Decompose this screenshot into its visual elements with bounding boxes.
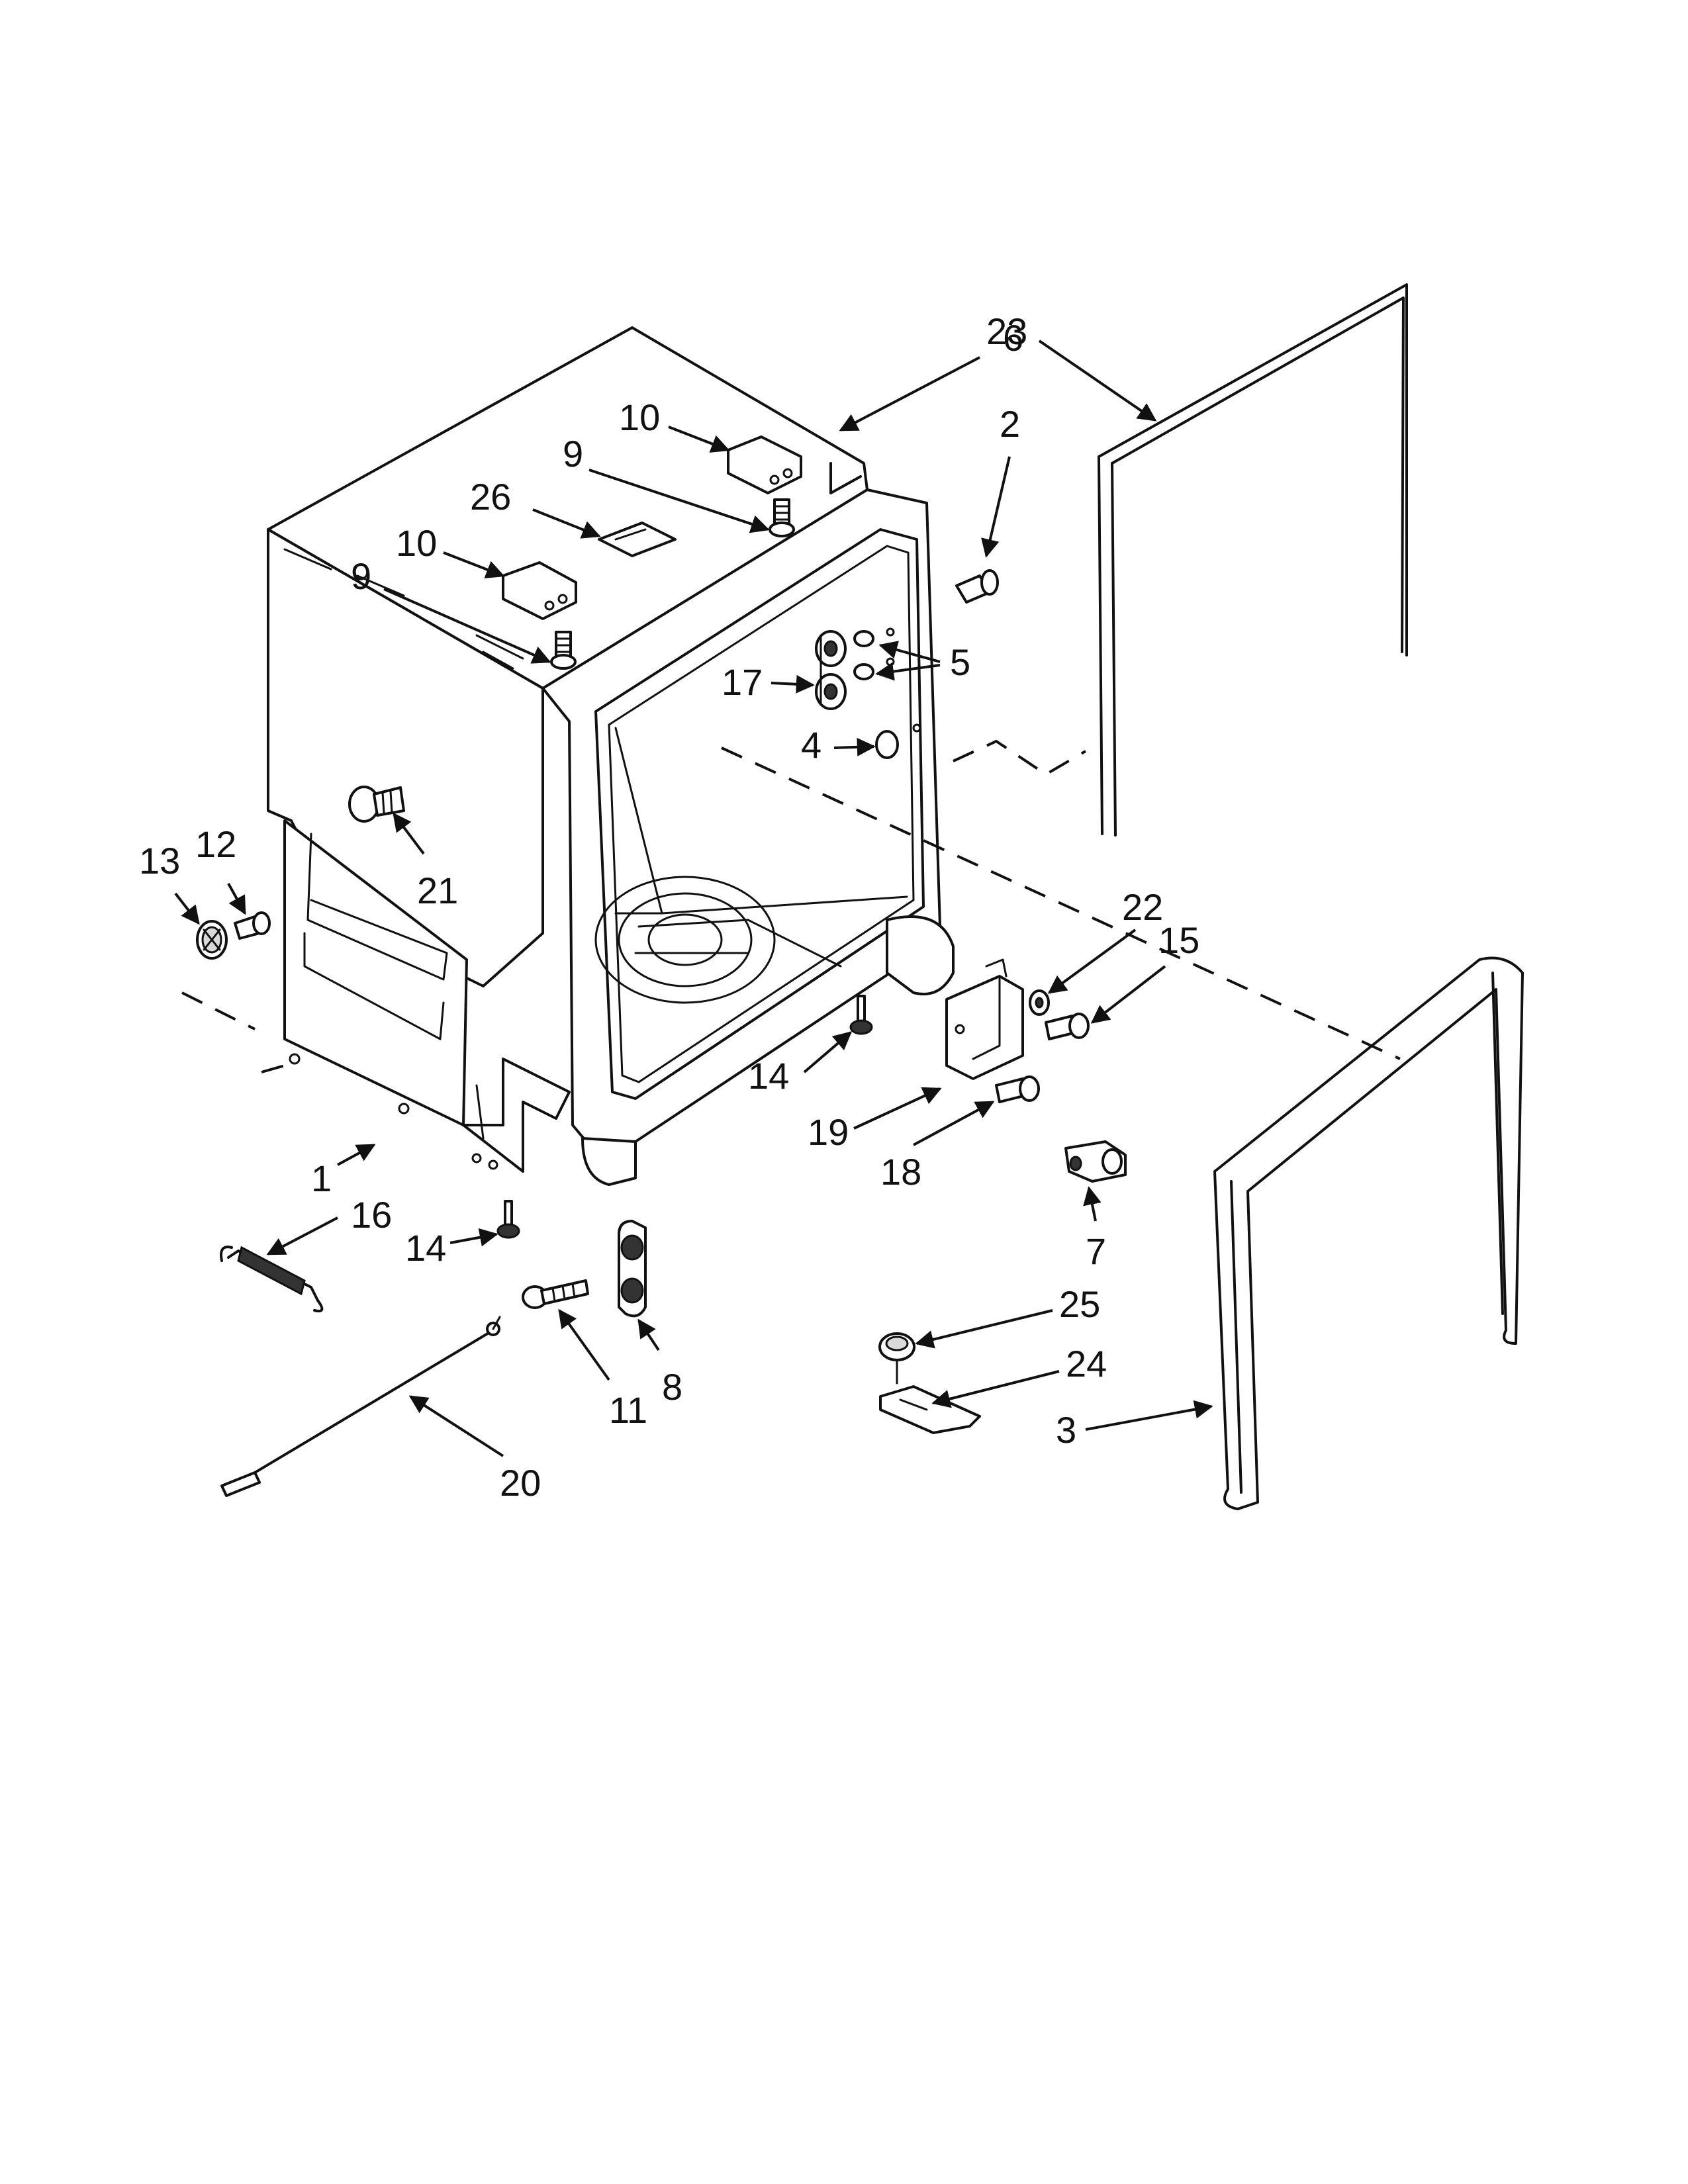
callout-13: 13	[139, 840, 180, 882]
callout-5: 5	[950, 641, 970, 683]
tub-assembly	[267, 326, 955, 1186]
rack-roller-set	[815, 630, 847, 710]
foot-14-lower	[496, 1200, 520, 1239]
leader-lines	[174, 340, 1213, 1457]
rack-stop	[875, 723, 921, 759]
screw-11	[522, 1279, 589, 1309]
callout-6: 6	[1003, 317, 1023, 359]
callout-8: 8	[662, 1366, 682, 1408]
foot-14-upper	[849, 995, 873, 1035]
screw-2	[955, 569, 999, 604]
callout-19: 19	[808, 1111, 849, 1153]
screw-12	[234, 911, 271, 940]
callout-10-lower: 10	[396, 522, 437, 564]
leveling-leg-13	[196, 920, 228, 960]
bracket-19	[945, 958, 1024, 1080]
callout-11: 11	[609, 1389, 647, 1431]
callout-24: 24	[1066, 1343, 1107, 1385]
roller-bracket-8	[618, 1220, 647, 1318]
door-gasket-top	[953, 283, 1408, 837]
callout-17: 17	[722, 661, 763, 703]
callout-23: 23	[986, 310, 1027, 352]
callout-12: 12	[195, 823, 236, 865]
callout-4: 4	[801, 724, 821, 766]
callout-16: 16	[351, 1194, 392, 1236]
callout-1: 1	[311, 1158, 332, 1199]
callout-25: 25	[1059, 1283, 1100, 1325]
clamp-7	[1064, 1140, 1127, 1183]
spring-16	[220, 1246, 324, 1312]
screw-lower	[550, 631, 577, 670]
wire-harness-20	[220, 1316, 501, 1497]
push-pin-21	[348, 786, 405, 823]
callout-22: 22	[1122, 886, 1163, 928]
washer-22	[1029, 989, 1050, 1016]
callout-9-lower: 9	[351, 555, 371, 597]
callout-21: 21	[417, 870, 458, 911]
mounting-bracket-lower	[502, 561, 577, 620]
thermostat-25	[878, 1332, 915, 1385]
clip-26	[598, 522, 677, 557]
callout-18: 18	[880, 1151, 921, 1193]
mounting-bracket-upper	[727, 435, 802, 494]
screw-15	[1045, 1013, 1090, 1040]
callout-10-upper: 10	[619, 396, 660, 438]
lower-gasket	[1213, 956, 1524, 1510]
callout-14-upper: 14	[748, 1055, 789, 1097]
callout-14-lower: 14	[405, 1227, 446, 1269]
callout-2: 2	[1000, 403, 1020, 445]
bracket-24	[879, 1385, 981, 1434]
screw-18	[995, 1075, 1040, 1103]
callout-26: 26	[470, 476, 511, 518]
callout-15: 15	[1158, 919, 1199, 961]
screw-upper	[769, 498, 795, 537]
callout-9-upper: 9	[563, 433, 583, 475]
callout-20: 20	[500, 1462, 541, 1504]
callout-7: 7	[1086, 1230, 1106, 1272]
callout-3: 3	[1056, 1409, 1076, 1451]
callout-labels: 23 6 2 10 9 26 10 9 5 17 4 21 13 12 22 1…	[139, 310, 1199, 1504]
